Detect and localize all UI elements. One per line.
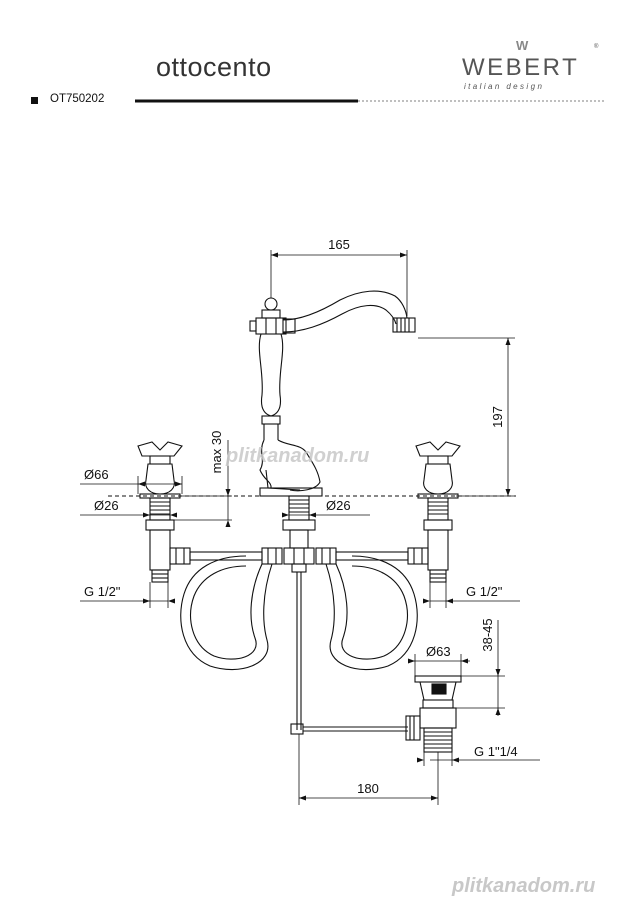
center-shank xyxy=(282,495,316,730)
brand-registered: ® xyxy=(594,44,599,50)
brand-mark: W xyxy=(516,38,529,53)
dim-overall-width: 180 xyxy=(357,781,379,796)
hose-loop-left xyxy=(180,555,273,670)
dim-deck-thickness: max 30 xyxy=(209,431,224,474)
dim-spout-reach: 165 xyxy=(328,237,350,252)
left-handle xyxy=(137,441,183,583)
watermark-bottom: plitkanadom.ru xyxy=(451,875,595,897)
product-code: OT750202 xyxy=(50,93,105,105)
code-bullet-icon xyxy=(31,97,38,104)
dim-handle-diameter: Ø66 xyxy=(84,467,109,482)
dim-center-shank-diameter: Ø26 xyxy=(326,498,351,513)
dim-right-connection: G 1/2" xyxy=(466,584,503,599)
dim-drain-diameter: Ø63 xyxy=(426,644,451,659)
dim-spout-height: 197 xyxy=(490,406,505,428)
hose-loop-right xyxy=(325,555,418,670)
brand-name: WEBERT xyxy=(462,54,580,81)
dimension-arrows xyxy=(138,252,511,801)
drain xyxy=(414,675,462,753)
spout xyxy=(282,290,416,333)
dim-handle-shank-diameter: Ø26 xyxy=(94,498,119,513)
series-name: ottocento xyxy=(156,52,272,82)
right-handle xyxy=(415,441,461,583)
faucet-body xyxy=(249,297,323,497)
dim-left-connection: G 1/2" xyxy=(84,584,121,599)
dim-drain-height: 38-45 xyxy=(480,618,495,651)
dimension-lines xyxy=(80,250,540,805)
brand-logo: W WEBERT ® italian design xyxy=(458,34,598,94)
popup-rod xyxy=(290,715,421,741)
dim-drain-thread: G 1"1/4 xyxy=(474,744,518,759)
brand-tagline: italian design xyxy=(464,82,545,91)
watermark-center: plitkanadom.ru xyxy=(225,445,369,467)
tee-connectors xyxy=(169,547,429,565)
